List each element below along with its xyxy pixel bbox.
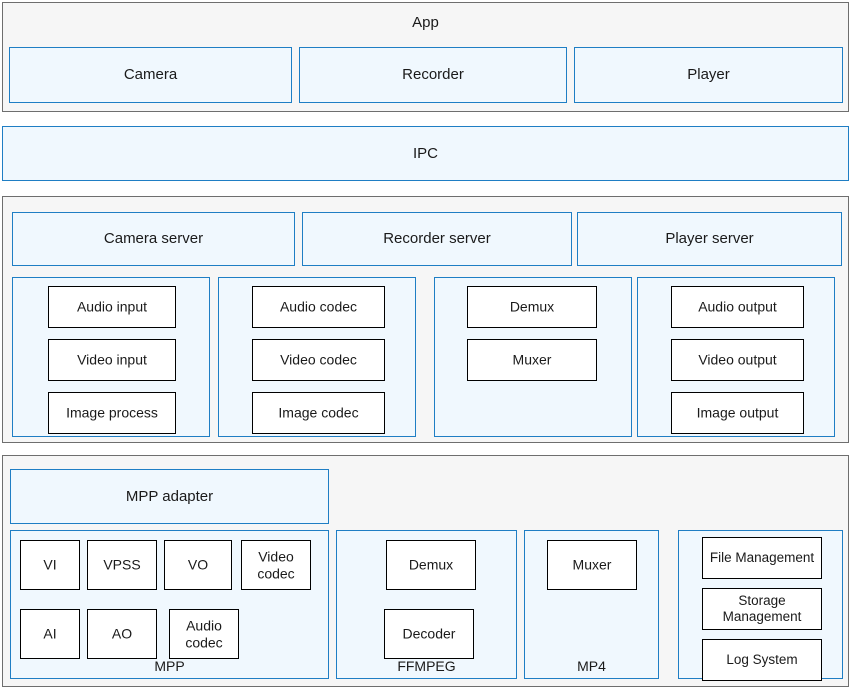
platform-group-mp4: Muxer MP4 (524, 530, 659, 679)
server-recorder[interactable]: Recorder server (302, 212, 572, 266)
module-video-input-label: Video input (77, 351, 147, 368)
server-group-camera-modules: Audio input Video input Image process (12, 277, 210, 437)
app-item-camera-label: Camera (123, 66, 178, 84)
module-image-codec-label: Image codec (278, 404, 359, 421)
platform-group-mpp-caption: MPP (154, 658, 185, 674)
service-file-management-label: File Management (709, 550, 815, 566)
module-image-process-label: Image process (66, 404, 158, 421)
module-audio-output[interactable]: Audio output (671, 286, 804, 328)
module-video-codec[interactable]: Video codec (252, 339, 385, 381)
service-file-management[interactable]: File Management (702, 537, 822, 579)
service-storage-management-label: Storage Management (722, 593, 802, 624)
mpp-module-audio-codec[interactable]: Audio codec (169, 609, 239, 659)
module-video-codec-label: Video codec (280, 351, 357, 368)
mp4-module-muxer[interactable]: Muxer (547, 540, 637, 590)
mpp-module-vi-label: VI (43, 556, 57, 573)
module-video-input[interactable]: Video input (48, 339, 176, 381)
mpp-module-video-codec-label: Video codec (257, 548, 295, 581)
ffmpeg-module-decoder-label: Decoder (402, 625, 456, 642)
platform-group-ffmpeg-caption: FFMPEG (397, 658, 456, 674)
module-demux-label: Demux (509, 298, 555, 315)
mpp-module-ai-label: AI (43, 625, 57, 642)
module-muxer-label: Muxer (512, 351, 552, 368)
app-item-player[interactable]: Player (574, 47, 843, 103)
service-log-system-label: Log System (726, 652, 798, 668)
ipc-layer-box[interactable]: IPC (2, 126, 849, 181)
module-audio-output-label: Audio output (698, 298, 777, 315)
mpp-module-vo-label: VO (187, 556, 209, 573)
ffmpeg-module-demux-label: Demux (408, 556, 454, 573)
app-item-recorder[interactable]: Recorder (299, 47, 567, 103)
server-player[interactable]: Player server (577, 212, 842, 266)
mpp-module-vpss[interactable]: VPSS (87, 540, 157, 590)
app-item-camera[interactable]: Camera (9, 47, 292, 103)
ipc-layer-label: IPC (412, 144, 438, 162)
mpp-module-ao[interactable]: AO (87, 609, 157, 659)
mpp-module-vpss-label: VPSS (103, 556, 141, 573)
server-player-label: Player server (665, 230, 754, 248)
service-log-system[interactable]: Log System (702, 639, 822, 681)
server-group-recorder-modules: Audio codec Video codec Image codec (218, 277, 416, 437)
module-video-output[interactable]: Video output (671, 339, 804, 381)
mp4-module-muxer-label: Muxer (572, 556, 612, 573)
module-image-output-label: Image output (696, 404, 779, 421)
module-demux[interactable]: Demux (467, 286, 597, 328)
mpp-module-vo[interactable]: VO (164, 540, 232, 590)
app-layer-title: App (412, 14, 439, 31)
server-recorder-label: Recorder server (383, 230, 491, 248)
server-layer-panel: Camera server Recorder server Player ser… (2, 196, 849, 443)
mpp-adapter-box[interactable]: MPP adapter (10, 469, 329, 524)
service-storage-management[interactable]: Storage Management (702, 588, 822, 630)
platform-group-mpp: VI VPSS VO Video codec AI AO Audio codec… (10, 530, 329, 679)
module-audio-input-label: Audio input (76, 298, 148, 315)
ffmpeg-module-demux[interactable]: Demux (386, 540, 476, 590)
app-item-recorder-label: Recorder (402, 66, 464, 84)
server-group-player-modules: Audio output Video output Image output (637, 277, 835, 437)
mpp-module-vi[interactable]: VI (20, 540, 80, 590)
module-audio-codec[interactable]: Audio codec (252, 286, 385, 328)
server-group-demux-muxer: Demux Muxer (434, 277, 632, 437)
mpp-module-ao-label: AO (111, 625, 133, 642)
mpp-module-audio-codec-label: Audio codec (185, 617, 223, 650)
app-layer-panel: App Camera Recorder Player (2, 2, 849, 112)
module-audio-input[interactable]: Audio input (48, 286, 176, 328)
module-audio-codec-label: Audio codec (279, 298, 358, 315)
platform-group-ffmpeg: Demux Decoder FFMPEG (336, 530, 517, 679)
platform-group-system-services: File Management Storage Management Log S… (678, 530, 843, 681)
app-item-player-label: Player (687, 66, 730, 84)
mpp-adapter-label: MPP adapter (125, 487, 214, 505)
mpp-module-video-codec[interactable]: Video codec (241, 540, 311, 590)
server-camera[interactable]: Camera server (12, 212, 295, 266)
module-video-output-label: Video output (698, 351, 777, 368)
module-image-process[interactable]: Image process (48, 392, 176, 434)
module-image-codec[interactable]: Image codec (252, 392, 385, 434)
server-camera-label: Camera server (103, 230, 204, 248)
platform-group-mp4-caption: MP4 (577, 658, 606, 674)
ffmpeg-module-decoder[interactable]: Decoder (384, 609, 474, 659)
module-muxer[interactable]: Muxer (467, 339, 597, 381)
platform-layer-panel: MPP adapter VI VPSS VO Video codec AI AO (2, 455, 849, 687)
module-image-output[interactable]: Image output (671, 392, 804, 434)
mpp-module-ai[interactable]: AI (20, 609, 80, 659)
